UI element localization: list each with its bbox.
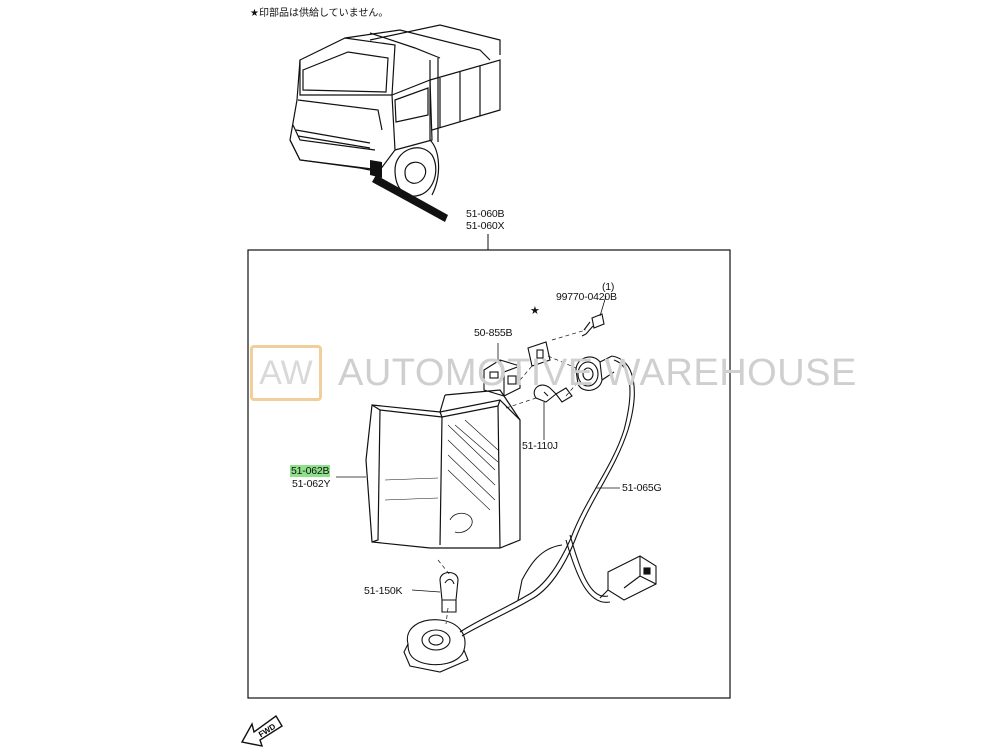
label-lens-b: 51-062Y [292,478,331,490]
assembly-frame [247,249,731,699]
not-supplied-star-icon: ★ [530,304,540,317]
small-bulb [533,384,573,403]
label-small-bulb: 51-110J [522,440,558,452]
fwd-label: FWD [257,722,277,739]
clip-part [527,341,551,367]
upper-socket [575,355,615,391]
fwd-arrow-icon [240,714,283,747]
watermark: AW AUTOMOTIVE WAREHOUSE [250,345,856,403]
watermark-text: AUTOMOTIVE WAREHOUSE [338,352,857,394]
supply-note: ★印部品は供給していません。 [250,8,389,19]
bracket-part [483,359,521,397]
watermark-logo: AW [250,345,322,401]
label-large-bulb: 51-150K [364,585,403,597]
label-assy-a: 51-060B [466,208,505,220]
label-screw-qty: (1) [602,281,615,293]
label-harness: 51-065G [622,482,662,494]
connector-part [599,555,657,601]
large-bulb [439,571,459,613]
wire-harness [459,355,635,637]
lower-socket [403,619,469,673]
label-bracket: 50-855B [474,327,513,339]
label-assy-b: 51-060X [466,220,505,232]
highlighted-part-number: 51-062B [290,465,331,477]
lamp-location-marker [370,160,382,178]
lamp-lens [365,389,521,549]
label-screw: 99770-0420B [556,291,617,303]
large-bulb-leader [411,589,441,593]
screw-leader [599,295,607,317]
truck-illustration [289,24,501,197]
screw-part [581,313,605,337]
label-lens-a: 51-062B [290,465,331,477]
location-leader [372,175,448,222]
